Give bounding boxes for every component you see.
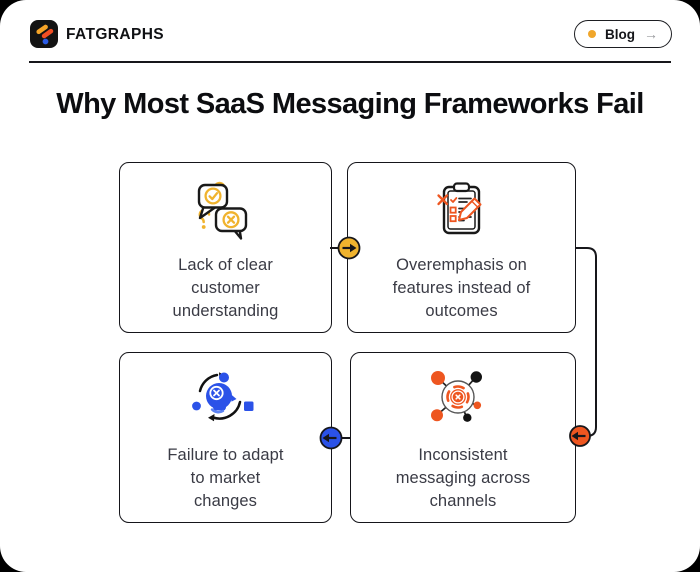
card-lack-of-understanding: Lack of clear customer understanding — [119, 162, 332, 333]
page-title: Why Most SaaS Messaging Frameworks Fail — [56, 88, 644, 120]
card-label-line: Failure to adapt — [167, 446, 284, 464]
card-label-line: customer — [191, 279, 260, 297]
card-label-line: outcomes — [425, 302, 498, 320]
card-label-line: messaging across — [395, 469, 531, 487]
fatgraphs-logo-icon — [30, 20, 58, 48]
card-label-line: Lack of clear — [178, 256, 273, 274]
card-label-line: channels — [429, 492, 497, 510]
card-label: Inconsistent messaging across channels — [396, 444, 531, 513]
card-label-line: Inconsistent — [418, 446, 508, 464]
chat-bubbles-icon — [183, 174, 268, 245]
header-divider — [29, 61, 671, 63]
amber-dot-icon — [588, 30, 596, 38]
card-label-line: understanding — [172, 302, 279, 320]
card-label-line: features instead of — [392, 279, 531, 297]
blog-button[interactable]: Blog → — [574, 20, 672, 48]
adapt-refresh-icon — [183, 364, 268, 435]
network-target-icon — [421, 364, 506, 435]
card-label: Lack of clear customer understanding — [173, 254, 279, 323]
card-label: Failure to adapt to market changes — [167, 444, 283, 513]
clipboard-checklist-icon — [419, 174, 504, 245]
arrow-right-icon: → — [644, 26, 658, 42]
blog-button-label: Blog — [605, 26, 635, 42]
card-label: Overemphasis on features instead of outc… — [393, 254, 531, 323]
card-label-line: Overemphasis on — [396, 256, 527, 274]
card-failure-to-adapt: Failure to adapt to market changes — [119, 352, 332, 523]
card-label-line: changes — [193, 492, 258, 510]
card-label-line: to market — [190, 469, 261, 487]
card-inconsistent-messaging: Inconsistent messaging across channels — [350, 352, 576, 523]
card-overemphasis-features: Overemphasis on features instead of outc… — [347, 162, 576, 333]
brand-name: FATGRAPHS — [66, 26, 165, 43]
